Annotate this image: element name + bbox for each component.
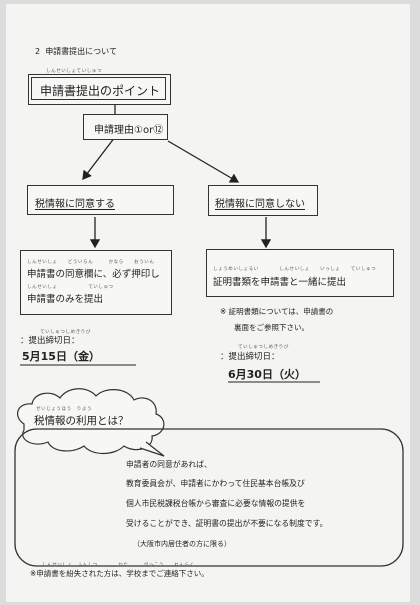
right-note-line1: ※ 証明書類については、申請書の bbox=[220, 307, 334, 316]
section-heading: 2 申請書提出について bbox=[35, 46, 117, 57]
flow-connectors bbox=[14, 104, 404, 567]
right-deadline-label: ：提出締切日： bbox=[220, 352, 280, 362]
ruby-point-title: しんせいしょていしゅつ bbox=[46, 69, 103, 74]
section-number: 2 bbox=[35, 47, 41, 56]
right-note-line2: 裏面をご参照下さい。 bbox=[234, 323, 309, 332]
info-body-line-1: 申請者の同意があれば、 bbox=[126, 460, 212, 469]
point-box: 申請書提出のポイント bbox=[28, 74, 171, 105]
right-instruction-line1: 証明書類を申請書と一緒に提出 bbox=[213, 277, 347, 288]
info-body-line-3: 個人市民税課税台帳から審査に必要な情報の提供を bbox=[126, 499, 306, 508]
bottom-note: ※申請書を紛失された方は、学校までご連絡下さい。 bbox=[30, 569, 209, 578]
arrow-to-agree bbox=[82, 136, 116, 181]
disagree-box: 税情報に同意しない bbox=[208, 185, 318, 216]
reason-label: 申請理由①or⑫ bbox=[94, 125, 164, 136]
info-limit-note: （大阪市内居住者の方に限る） bbox=[133, 540, 231, 548]
cloud-title: 税情報の利用とは？ bbox=[34, 415, 129, 427]
left-instruction-line1: 申請書の同意欄に、必ず押印し bbox=[27, 269, 160, 280]
right-deadline-date: 6月30日（火） bbox=[228, 368, 306, 381]
left-deadline-date: 5月15日（金） bbox=[22, 350, 100, 363]
ruby-left-line1: しんせいしょ どういらん かなら おういん bbox=[27, 260, 155, 265]
ruby-bottom-note: しんせいしょ ふんしつ かた がっこう れんらく bbox=[42, 563, 195, 568]
info-box-border bbox=[14, 428, 404, 567]
speech-cloud-shape bbox=[16, 388, 165, 455]
point-box-inner: 申請書提出のポイント bbox=[31, 77, 166, 100]
left-deadline-label: ：提出締切日： bbox=[20, 336, 80, 346]
ruby-right-line1: しょうめいしょるい しんせいしょ いっしょ ていしゅつ bbox=[213, 267, 377, 272]
ruby-left-deadline: ていしゅつしめきりび bbox=[40, 330, 91, 335]
disagree-label: 税情報に同意しない bbox=[215, 199, 305, 210]
left-instruction-line2: 申請書のみを提出 bbox=[27, 294, 104, 305]
arrow-to-disagree bbox=[167, 140, 240, 183]
ruby-left-line2: しんせいしょ ていしゅつ bbox=[27, 285, 114, 290]
right-instruction-box: しょうめいしょるい しんせいしょ いっしょ ていしゅつ 証明書類を申請書と一緒に… bbox=[206, 249, 394, 297]
ruby-cloud: ぜいじょうほう りよう bbox=[36, 407, 93, 412]
ruby-right-deadline: ていしゅつしめきりび bbox=[238, 345, 289, 350]
info-body-line-2: 教育委員会が、申請者にかわって住民基本台帳及び bbox=[126, 479, 305, 488]
agree-box: 税情報に同意する bbox=[27, 185, 174, 215]
agree-label: 税情報に同意する bbox=[35, 199, 115, 210]
document-page: { "section": { "number": "2", "title": "… bbox=[6, 4, 410, 602]
speech-cloud-tail bbox=[139, 441, 165, 457]
left-instruction-box: しんせいしょ どういらん かなら おういん 申請書の同意欄に、必ず押印し しんせ… bbox=[20, 250, 172, 315]
info-body-line-4: 受けることができ、証明書の提出が不要になる制度です。 bbox=[126, 519, 328, 528]
reason-box: 申請理由①or⑫ bbox=[83, 114, 168, 140]
point-box-title: 申請書提出のポイント bbox=[40, 84, 161, 98]
section-title: 申請書提出について bbox=[45, 47, 117, 56]
